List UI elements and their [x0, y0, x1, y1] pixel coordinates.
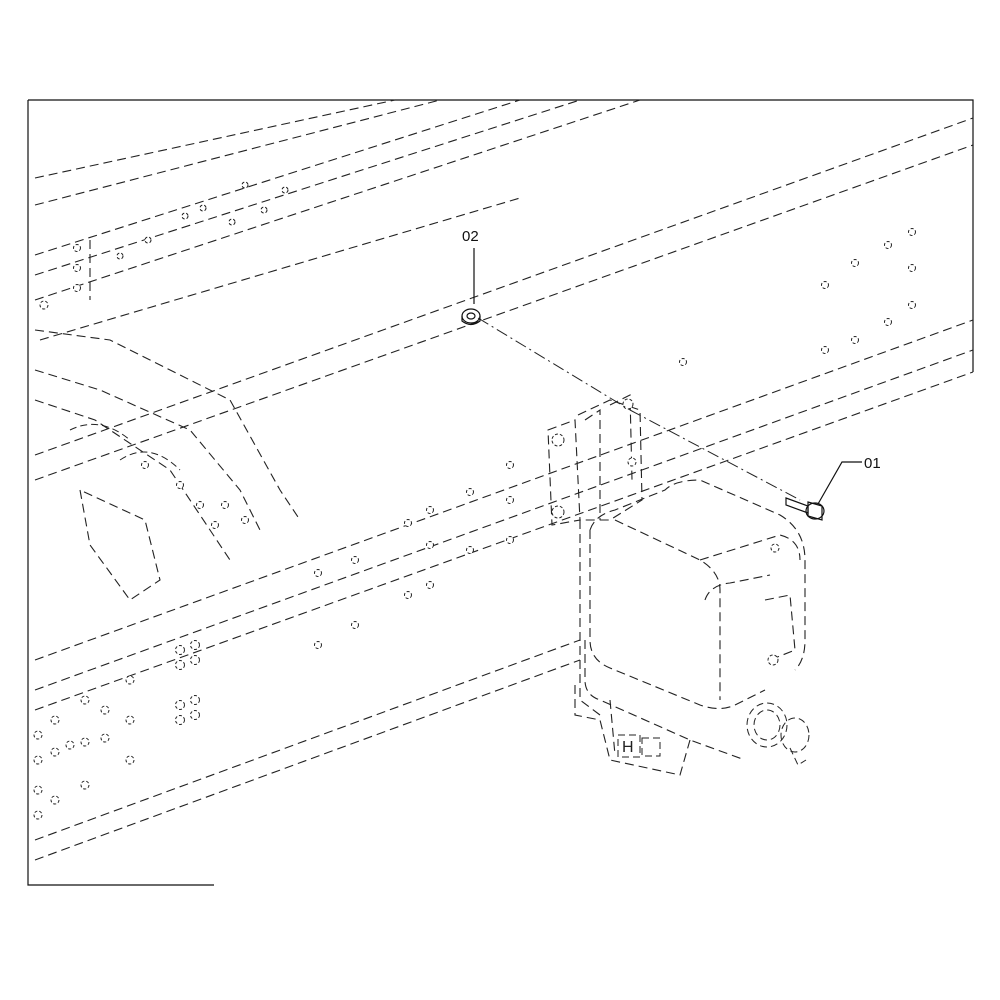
part-01-bolt	[785, 497, 825, 521]
drawing-frame	[27, 99, 974, 886]
callout-02-label: 02	[462, 228, 479, 245]
main-side-rail	[33, 117, 974, 861]
callout-01-label: 01	[864, 455, 881, 472]
tank-marking: H	[622, 739, 634, 756]
upper-frame-rail	[34, 99, 641, 341]
sensor-connector	[746, 702, 810, 766]
part-02-nut	[461, 308, 481, 326]
callout-02: 02	[462, 228, 479, 304]
assembly-centerlines	[477, 317, 801, 501]
rail-hole-pattern	[33, 228, 916, 820]
reservoir-tank: H	[574, 479, 806, 776]
callout-01: 01	[817, 455, 881, 505]
cross-member	[34, 329, 301, 601]
